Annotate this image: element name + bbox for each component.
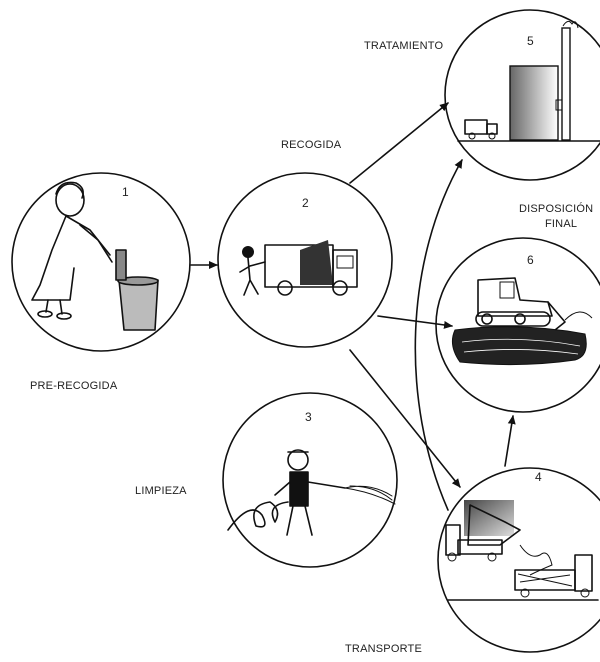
label-tratamiento: TRATAMIENTO — [364, 40, 444, 52]
stage-1-number: 1 — [122, 185, 129, 199]
landfill-bulldozer-icon — [451, 277, 593, 366]
label-pre-recogida: PRE-RECOGIDA — [30, 380, 118, 392]
stage-5-circle — [444, 9, 600, 181]
stage-6-number: 6 — [527, 253, 534, 267]
stage-3-number: 3 — [305, 410, 312, 424]
arrow-2-to-4 — [349, 349, 461, 488]
arrow-2-to-5 — [349, 102, 449, 184]
label-limpieza: LIMPIEZA — [135, 485, 187, 497]
person-with-bin-icon — [31, 181, 159, 331]
stage-4-number: 4 — [535, 470, 542, 484]
arrow-4-to-6 — [504, 415, 516, 467]
label-disposicion-line2: FINAL — [545, 218, 578, 230]
stage-2-circle — [217, 172, 393, 348]
street-cleaner-with-hose-icon — [227, 449, 396, 536]
stage-6-circle — [435, 237, 600, 413]
transfer-station-icon — [445, 500, 599, 601]
label-transporte: TRANSPORTE — [345, 643, 422, 655]
stage-1-circle — [11, 172, 191, 352]
stage-3-circle — [222, 392, 398, 568]
stage-5-number: 5 — [527, 34, 534, 48]
stage-4-circle — [437, 467, 600, 653]
arrow-4-to-5 — [414, 159, 463, 511]
stage-2-number: 2 — [302, 196, 309, 210]
treatment-plant-icon — [457, 20, 600, 142]
arrow-2-to-6 — [377, 315, 453, 329]
label-recogida: RECOGIDA — [281, 139, 342, 151]
garbage-truck-icon — [239, 240, 358, 296]
label-disposicion-line1: DISPOSICIÓN — [519, 203, 594, 215]
